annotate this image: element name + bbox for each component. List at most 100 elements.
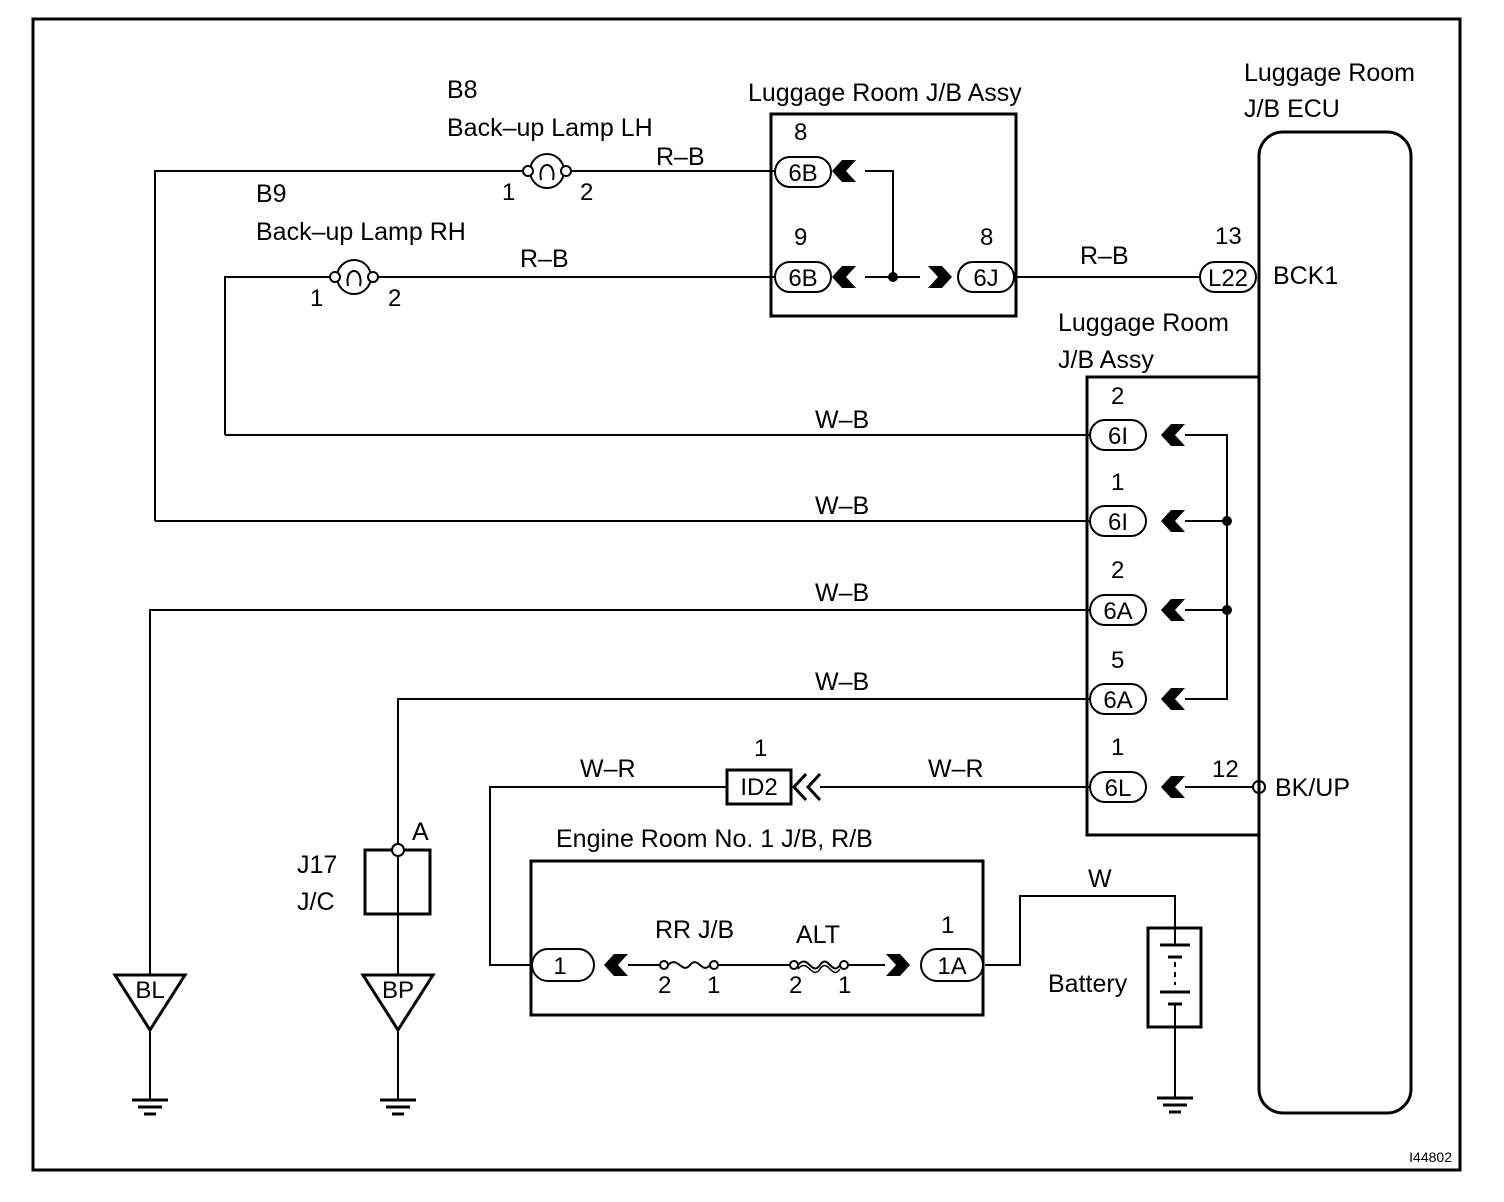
fuse-icon xyxy=(789,960,849,974)
b8-name: Back–up Lamp LH xyxy=(447,114,653,142)
connector-pin: 5 xyxy=(1111,647,1124,674)
b8-id: B8 xyxy=(447,76,478,104)
connector-arrow-icon xyxy=(886,954,910,976)
connector-arrow-icon xyxy=(1161,510,1185,532)
junction-dots xyxy=(888,272,1232,615)
j17-id: J17 xyxy=(297,851,337,879)
wire-label-w-battery: W xyxy=(1088,865,1112,893)
jb-right-connector-6l-pin1: 1 6L xyxy=(1089,734,1185,803)
fuse-rr-pin-1: 1 xyxy=(707,972,720,999)
jb-right-connector-6a-pin5: 5 6A xyxy=(1089,647,1185,715)
wire-label-wb-2: W–B xyxy=(815,492,869,520)
jb-top-6j-pin: 8 xyxy=(980,224,993,251)
engine-jb-title: Engine Room No. 1 J/B, R/B xyxy=(556,825,873,853)
j17-name: J/C xyxy=(297,888,335,916)
jb-right-connector-6i-pin1: 1 6I xyxy=(1089,469,1185,537)
wire-label-wr-right: W–R xyxy=(928,755,984,783)
ecu-terminal-bck1: BCK1 xyxy=(1273,262,1338,290)
connector-pin: 2 xyxy=(1111,557,1124,584)
jb-top-6j-code: 6J xyxy=(973,265,998,292)
ecu-l22-code: L22 xyxy=(1208,265,1248,292)
wire-label-wb-3: W–B xyxy=(815,579,869,607)
wires xyxy=(149,170,1256,1098)
battery-icon xyxy=(1160,928,1190,1027)
connector-pin: 1 xyxy=(1111,734,1124,761)
luggage-room-jb-top: Luggage Room J/B Assy 8 6B 9 6B 8 6J xyxy=(748,79,1022,318)
wire-label-wb-4: W–B xyxy=(815,668,869,696)
b9-id: B9 xyxy=(256,180,287,208)
connector-code: 6I xyxy=(1108,423,1128,450)
figure-id: I44802 xyxy=(1409,1149,1452,1165)
junction-connector-j17: J17 J/C A xyxy=(297,818,432,916)
b9-pin-1: 1 xyxy=(310,285,323,312)
b8-pin-1: 1 xyxy=(502,179,515,206)
open-arrow-icon xyxy=(805,772,822,802)
connector-arrow-icon xyxy=(1161,424,1185,446)
jb-top-6b-lower-pin: 9 xyxy=(794,224,807,251)
connector-arrow-icon xyxy=(832,160,856,182)
fuse-alt-pin-1: 1 xyxy=(838,972,851,999)
jb-top-6b-upper-code: 6B xyxy=(788,160,817,187)
connector-arrow-icon xyxy=(832,266,856,288)
open-arrow-icon xyxy=(791,772,808,802)
fuse-icon xyxy=(659,960,719,970)
luggage-room-jb-right: Luggage Room J/B Assy 2 6I 1 6I 2 6A 5 6… xyxy=(1058,309,1261,837)
jb-top-6b-lower-code: 6B xyxy=(788,265,817,292)
jb-right-title-line2: J/B Assy xyxy=(1058,346,1154,374)
ecu-bkup-pin: 12 xyxy=(1212,756,1239,783)
battery-label: Battery xyxy=(1048,970,1128,998)
jb-top-title: Luggage Room J/B Assy xyxy=(748,79,1022,107)
ground-bp: BP xyxy=(360,973,436,1116)
jb-right-title-line1: Luggage Room xyxy=(1058,309,1229,337)
ecu-title-line2: J/B ECU xyxy=(1244,95,1340,123)
ground-bl-label: BL xyxy=(135,977,164,1004)
ground-battery xyxy=(1155,1026,1195,1114)
connector-arrow-icon xyxy=(604,954,628,976)
id2-code: ID2 xyxy=(740,774,777,801)
wire-label-wr-left: W–R xyxy=(580,755,636,783)
jb-right-connector-6a-pin2: 2 6A xyxy=(1089,557,1185,626)
connector-arrow-icon xyxy=(1161,776,1185,798)
bulb-icon xyxy=(329,259,379,295)
fuse-rr-jb-name: RR J/B xyxy=(655,916,734,944)
connector-code: 6A xyxy=(1103,687,1132,714)
engine-room-jb: Engine Room No. 1 J/B, R/B 1 RR J/B 2 1 … xyxy=(529,825,985,1017)
backup-lamp-lh: B8 Back–up Lamp LH 1 2 xyxy=(447,76,653,206)
bulb-icon xyxy=(522,153,572,189)
ground-bl: BL xyxy=(112,973,188,1116)
ground-icon xyxy=(1155,1026,1195,1114)
fuse-rr-pin-2: 2 xyxy=(658,972,671,999)
wire-label-rb-rh: R–B xyxy=(520,245,569,273)
backup-lamp-rh: B9 Back–up Lamp RH 1 2 xyxy=(256,180,466,312)
connector-code: 6A xyxy=(1103,598,1132,625)
fuse-alt-pin-2: 2 xyxy=(789,972,802,999)
id2-pin: 1 xyxy=(754,735,767,762)
b8-pin-2: 2 xyxy=(580,179,593,206)
engine-jb-conn-left-code: 1 xyxy=(553,953,566,980)
connector-pin: 1 xyxy=(1111,469,1124,496)
connector-code: 6L xyxy=(1105,775,1132,802)
connector-code: 6I xyxy=(1108,509,1128,536)
jb-right-connector-6i-pin2: 2 6I xyxy=(1089,383,1185,451)
ground-icon xyxy=(378,1028,418,1116)
diagram-border xyxy=(31,17,1462,1172)
connector-pin: 2 xyxy=(1111,383,1124,410)
fuse-alt-name: ALT xyxy=(796,921,840,949)
engine-jb-1a-code: 1A xyxy=(937,953,966,980)
wire-label-rb-lh: R–B xyxy=(656,143,705,171)
wire-label-rb-ecu: R–B xyxy=(1080,242,1129,270)
b9-pin-2: 2 xyxy=(388,285,401,312)
wire-label-wb-1: W–B xyxy=(815,406,869,434)
luggage-room-jb-ecu: Luggage Room J/B ECU 13 L22 BCK1 12 BK/U… xyxy=(1199,59,1415,1115)
ecu-l22-pin: 13 xyxy=(1215,223,1242,250)
jb-top-6b-upper-pin: 8 xyxy=(794,119,807,146)
ecu-terminal-bkup: BK/UP xyxy=(1275,774,1350,802)
ground-bp-label: BP xyxy=(382,977,414,1004)
connector-arrow-icon xyxy=(1161,599,1185,621)
ground-icon xyxy=(130,1028,170,1116)
connector-arrow-icon xyxy=(928,266,952,288)
j17-pin: A xyxy=(412,818,429,846)
connector-id2: 1 ID2 xyxy=(725,735,822,806)
connector-arrow-icon xyxy=(1161,688,1185,710)
